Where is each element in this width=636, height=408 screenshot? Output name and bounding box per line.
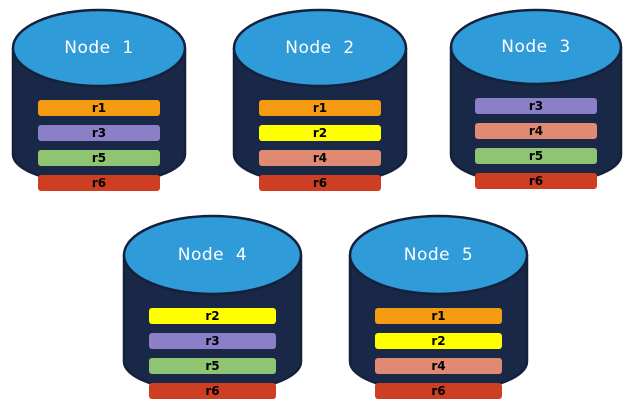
cylinder-top-ellipse bbox=[11, 8, 187, 88]
cylinder-top-ellipse bbox=[122, 214, 303, 296]
replica-bar-r4[interactable]: r4 bbox=[375, 358, 502, 374]
replica-label: r3 bbox=[91, 126, 107, 140]
replica-bar-list: r3 r4 r5 r6 bbox=[449, 98, 623, 189]
replica-bar-r5[interactable]: r5 bbox=[149, 358, 276, 374]
replica-label: r1 bbox=[312, 101, 328, 115]
replica-label: r6 bbox=[431, 384, 446, 398]
replica-bar-r6[interactable]: r6 bbox=[475, 173, 597, 189]
replica-bar-r6[interactable]: r6 bbox=[259, 175, 381, 191]
replica-label: r4 bbox=[528, 124, 544, 138]
replica-bar-r1[interactable]: r1 bbox=[259, 100, 381, 116]
replica-bar-r2[interactable]: r2 bbox=[149, 308, 276, 324]
replica-bar-r6[interactable]: r6 bbox=[149, 383, 276, 399]
replica-label: r2 bbox=[431, 334, 446, 348]
replica-label: r1 bbox=[91, 101, 107, 115]
replica-bar-list: r1 r2 r4 r6 bbox=[348, 308, 529, 399]
replica-label: r3 bbox=[528, 99, 544, 113]
replica-bar-r3[interactable]: r3 bbox=[38, 125, 160, 141]
replica-bar-r2[interactable]: r2 bbox=[375, 333, 502, 349]
replica-label: r2 bbox=[312, 126, 328, 140]
replica-label: r4 bbox=[312, 151, 328, 165]
replica-label: r6 bbox=[91, 176, 107, 190]
replica-label: r4 bbox=[431, 359, 446, 373]
cylinder-top-ellipse bbox=[449, 8, 623, 86]
replica-label: r5 bbox=[91, 151, 107, 165]
replica-label: r3 bbox=[205, 334, 220, 348]
replica-bar-r2[interactable]: r2 bbox=[259, 125, 381, 141]
replica-label: r6 bbox=[205, 384, 220, 398]
replica-bar-r4[interactable]: r4 bbox=[259, 150, 381, 166]
replica-label: r2 bbox=[205, 309, 220, 323]
replica-label: r6 bbox=[312, 176, 328, 190]
replica-label: r5 bbox=[528, 149, 544, 163]
cylinder-top-ellipse bbox=[232, 8, 408, 88]
replica-bar-r1[interactable]: r1 bbox=[375, 308, 502, 324]
replica-bar-list: r2 r3 r5 r6 bbox=[122, 308, 303, 399]
replica-bar-r6[interactable]: r6 bbox=[375, 383, 502, 399]
replica-bar-list: r1 r3 r5 r6 bbox=[11, 100, 187, 191]
replica-bar-r5[interactable]: r5 bbox=[38, 150, 160, 166]
replica-label: r5 bbox=[205, 359, 220, 373]
cylinder-top-ellipse bbox=[348, 214, 529, 296]
replica-label: r6 bbox=[528, 174, 544, 188]
replica-bar-r1[interactable]: r1 bbox=[38, 100, 160, 116]
replica-label: r1 bbox=[431, 309, 446, 323]
replica-bar-r3[interactable]: r3 bbox=[475, 98, 597, 114]
replica-bar-r6[interactable]: r6 bbox=[38, 175, 160, 191]
replica-bar-r5[interactable]: r5 bbox=[475, 148, 597, 164]
replica-bar-r4[interactable]: r4 bbox=[475, 123, 597, 139]
replica-bar-r3[interactable]: r3 bbox=[149, 333, 276, 349]
replica-bar-list: r1 r2 r4 r6 bbox=[232, 100, 408, 191]
